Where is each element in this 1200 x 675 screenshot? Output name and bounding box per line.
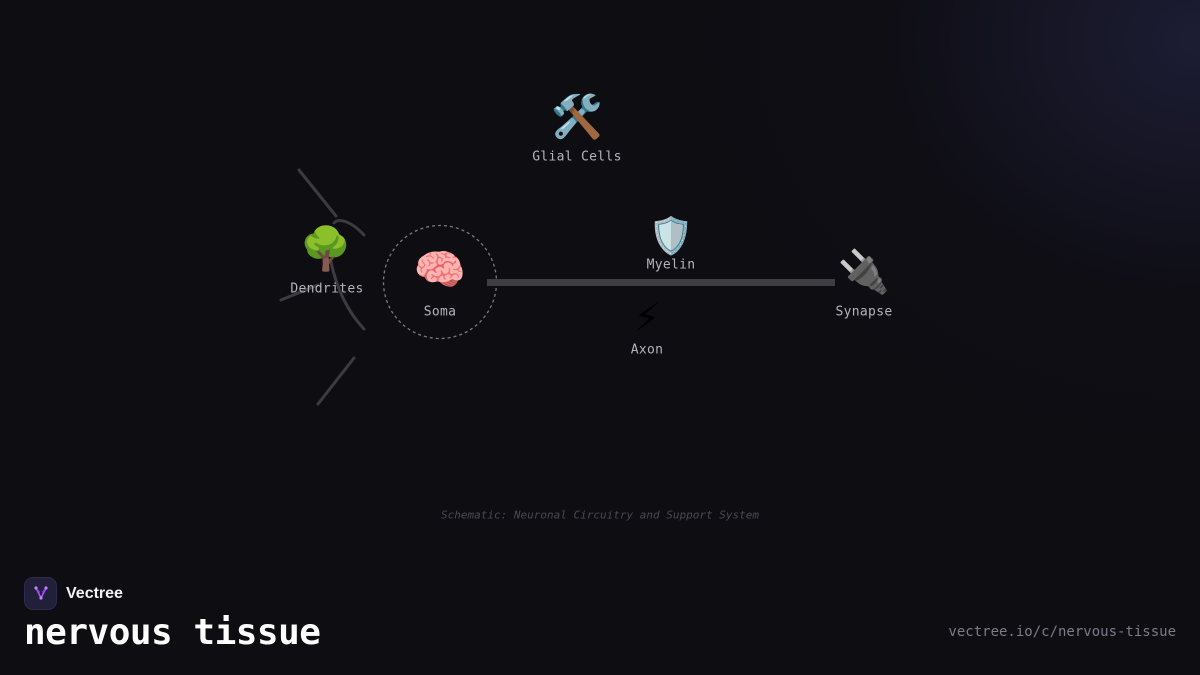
shield-icon: 🛡️ — [648, 216, 694, 257]
axon-label: Axon — [630, 342, 664, 358]
glial-cells-label: Glial Cells — [532, 149, 622, 165]
page-url[interactable]: vectree.io/c/nervous-tissue — [948, 624, 1176, 640]
myelin-label: Myelin — [646, 257, 696, 273]
dendrites-label: Dendrites — [290, 281, 364, 297]
dendrite-branch-curve — [332, 219, 366, 237]
dendrite-branch-lower — [316, 356, 356, 406]
brand: Vectree — [24, 577, 123, 610]
hammer-and-wrench-icon: 🛠️ — [550, 92, 604, 141]
synapse-label: Synapse — [835, 304, 893, 320]
vectree-logo-icon — [24, 577, 57, 610]
brain-icon: 🧠 — [413, 245, 467, 294]
page-title: nervous tissue — [24, 612, 321, 653]
dendrite-branch-upper — [297, 168, 338, 218]
diagram-caption: Schematic: Neuronal Circuitry and Suppor… — [441, 508, 759, 522]
dendrite-branch-left — [279, 283, 320, 302]
brand-name: Vectree — [66, 584, 123, 602]
dendrite-trunk-curve — [329, 260, 366, 331]
soma-label: Soma — [423, 304, 457, 320]
axon-line — [487, 279, 835, 286]
tree-icon: 🌳 — [299, 224, 353, 273]
plug-icon: 🔌 — [837, 247, 891, 296]
lightning-icon: ⚡ — [633, 296, 661, 340]
